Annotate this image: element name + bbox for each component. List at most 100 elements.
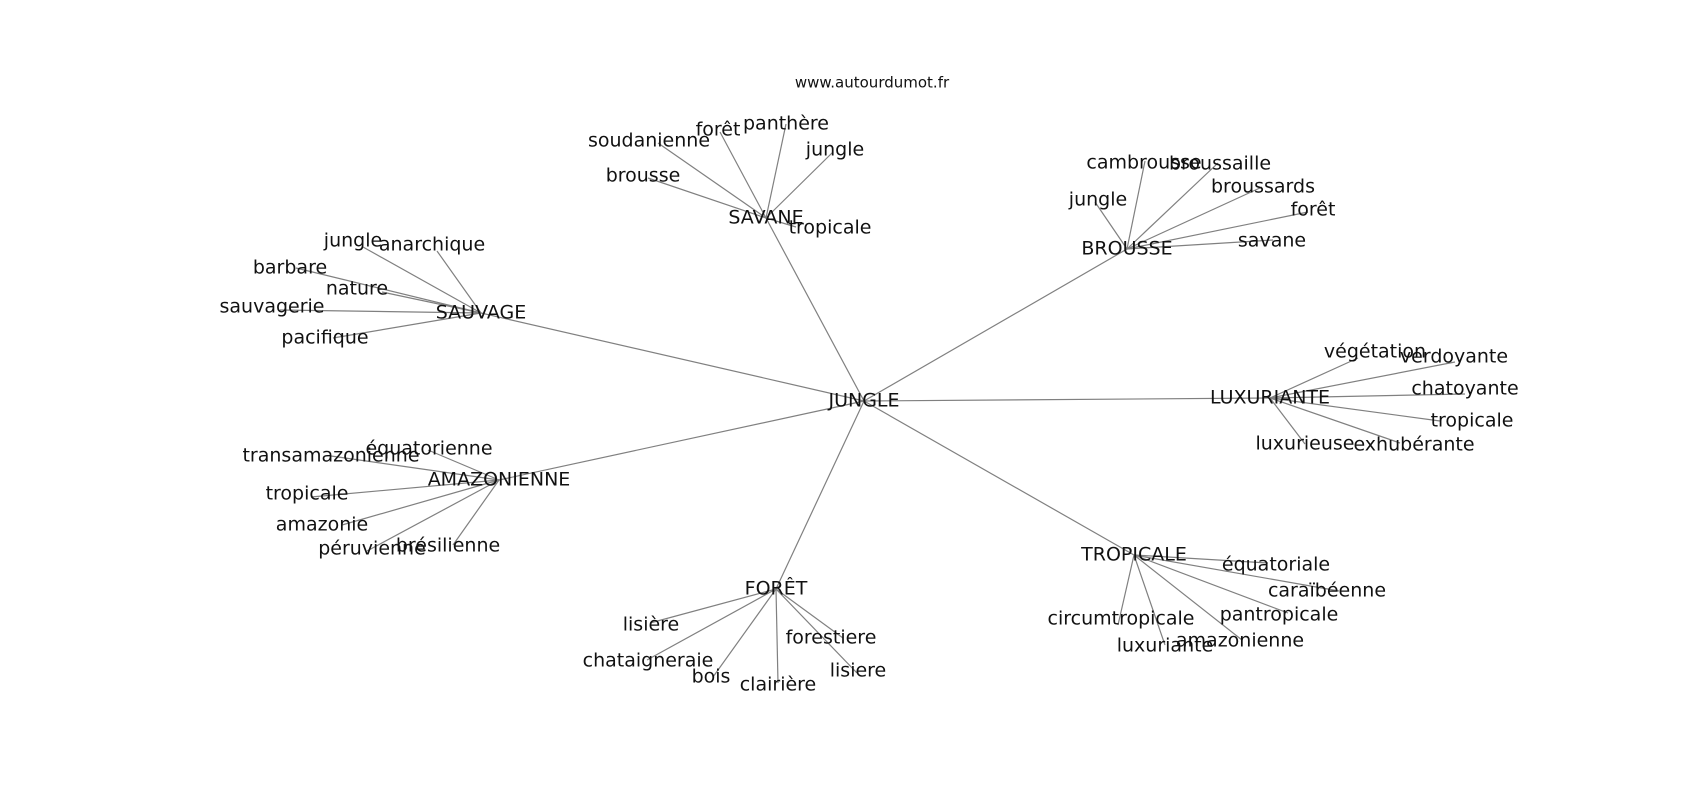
- center-edge: [765, 217, 865, 402]
- center-edge: [480, 312, 865, 402]
- related-word[interactable]: pacifique: [281, 327, 368, 349]
- word-edge: [279, 309, 482, 314]
- word-edge: [1133, 554, 1340, 592]
- word-edge: [310, 479, 500, 498]
- center-edge: [775, 400, 865, 590]
- word-edge: [775, 588, 779, 684]
- related-word[interactable]: exhubérante: [1353, 434, 1474, 456]
- related-word[interactable]: savane: [1238, 230, 1306, 252]
- center-edge: [863, 400, 1135, 556]
- related-word[interactable]: brésilienne: [396, 535, 500, 557]
- related-word[interactable]: végétation: [1324, 341, 1426, 363]
- related-word[interactable]: clairière: [740, 674, 817, 696]
- word-edge: [1126, 239, 1274, 250]
- related-word[interactable]: caraïbéenne: [1268, 580, 1386, 602]
- word-edge: [1126, 211, 1309, 250]
- word-edge: [295, 267, 482, 314]
- hub-word[interactable]: FORÊT: [745, 577, 808, 600]
- related-word[interactable]: forestiere: [786, 627, 877, 649]
- word-edge: [330, 455, 500, 481]
- related-word[interactable]: tropicale: [1431, 410, 1514, 432]
- word-edge: [775, 588, 844, 639]
- related-word[interactable]: soudanienne: [588, 130, 710, 152]
- word-edge: [341, 479, 500, 526]
- related-word[interactable]: équatoriale: [1222, 554, 1330, 576]
- word-edge: [1269, 397, 1401, 444]
- word-edge: [1126, 186, 1263, 250]
- word-edge: [712, 588, 777, 678]
- word-edge: [765, 217, 797, 228]
- related-word[interactable]: tropicale: [789, 217, 872, 239]
- related-word[interactable]: équatorienne: [365, 438, 492, 460]
- word-edge: [1126, 160, 1146, 250]
- related-word[interactable]: nature: [326, 278, 388, 300]
- related-word[interactable]: chatoyante: [1411, 378, 1518, 400]
- word-edge: [1133, 554, 1289, 614]
- related-word[interactable]: sauvagerie: [219, 296, 324, 318]
- word-edge: [1269, 393, 1466, 399]
- related-word[interactable]: lisiere: [830, 660, 887, 682]
- related-word[interactable]: pantropicale: [1220, 604, 1339, 626]
- word-edge: [1126, 162, 1219, 250]
- related-word[interactable]: jungle: [805, 139, 864, 161]
- center-word[interactable]: JUNGLE: [827, 390, 899, 412]
- related-word[interactable]: broussards: [1211, 176, 1315, 198]
- hub-word[interactable]: BROUSSE: [1081, 238, 1172, 260]
- related-word[interactable]: forêt: [696, 119, 741, 141]
- word-edge: [765, 151, 834, 219]
- related-word[interactable]: circumtropicale: [1048, 608, 1195, 630]
- related-word[interactable]: tropicale: [266, 483, 349, 505]
- related-word[interactable]: amazonie: [276, 514, 368, 536]
- hub-word[interactable]: SAVANE: [728, 207, 803, 229]
- related-word[interactable]: brousse: [606, 165, 681, 187]
- word-edge: [427, 449, 500, 481]
- word-edge: [436, 250, 482, 314]
- word-edge: [1269, 361, 1456, 399]
- related-word[interactable]: broussaille: [1169, 153, 1271, 175]
- related-word[interactable]: anarchique: [379, 234, 485, 256]
- related-word[interactable]: luxurieuse: [1255, 433, 1354, 455]
- related-word[interactable]: péruvienne: [318, 538, 426, 560]
- word-edge: [647, 177, 767, 219]
- related-word[interactable]: amazonienne: [1176, 630, 1304, 652]
- word-edge: [332, 312, 482, 339]
- word-edge: [1117, 554, 1135, 626]
- site-credit: www.autourdumot.fr: [795, 74, 950, 92]
- related-word[interactable]: jungle: [323, 230, 382, 252]
- related-word[interactable]: chataigneraie: [583, 650, 714, 672]
- related-word[interactable]: cambrousse: [1086, 152, 1201, 174]
- hub-word[interactable]: AMAZONIENNE: [428, 469, 571, 491]
- related-word[interactable]: bois: [692, 666, 731, 688]
- related-word[interactable]: jungle: [1068, 189, 1127, 211]
- related-word[interactable]: panthère: [743, 113, 829, 135]
- word-edge: [765, 123, 787, 219]
- center-edge: [863, 248, 1128, 402]
- graph-edges: [279, 123, 1466, 684]
- word-edge: [1133, 554, 1243, 641]
- related-word[interactable]: lisière: [623, 614, 680, 636]
- word-edge: [452, 479, 500, 546]
- word-edge: [1133, 554, 1166, 646]
- related-word[interactable]: forêt: [1291, 199, 1336, 221]
- hub-word[interactable]: TROPICALE: [1080, 544, 1187, 566]
- word-edge: [1133, 554, 1269, 564]
- related-word[interactable]: barbare: [253, 257, 327, 279]
- related-word[interactable]: verdoyante: [1400, 346, 1508, 368]
- word-edge: [1094, 201, 1128, 250]
- related-word[interactable]: transamazonienne: [242, 445, 419, 467]
- hub-word[interactable]: SAUVAGE: [436, 302, 527, 324]
- center-edge: [863, 397, 1271, 402]
- center-edge: [498, 400, 865, 481]
- word-edge: [657, 142, 767, 219]
- word-edge: [1269, 357, 1359, 399]
- related-word[interactable]: luxuriante: [1117, 635, 1214, 657]
- word-edge: [362, 246, 482, 314]
- word-edge: [381, 291, 482, 314]
- word-edge: [366, 479, 500, 552]
- hub-word[interactable]: LUXURIANTE: [1210, 387, 1330, 409]
- word-edge: [646, 588, 777, 661]
- word-edge: [649, 588, 777, 624]
- word-edge: [719, 131, 767, 219]
